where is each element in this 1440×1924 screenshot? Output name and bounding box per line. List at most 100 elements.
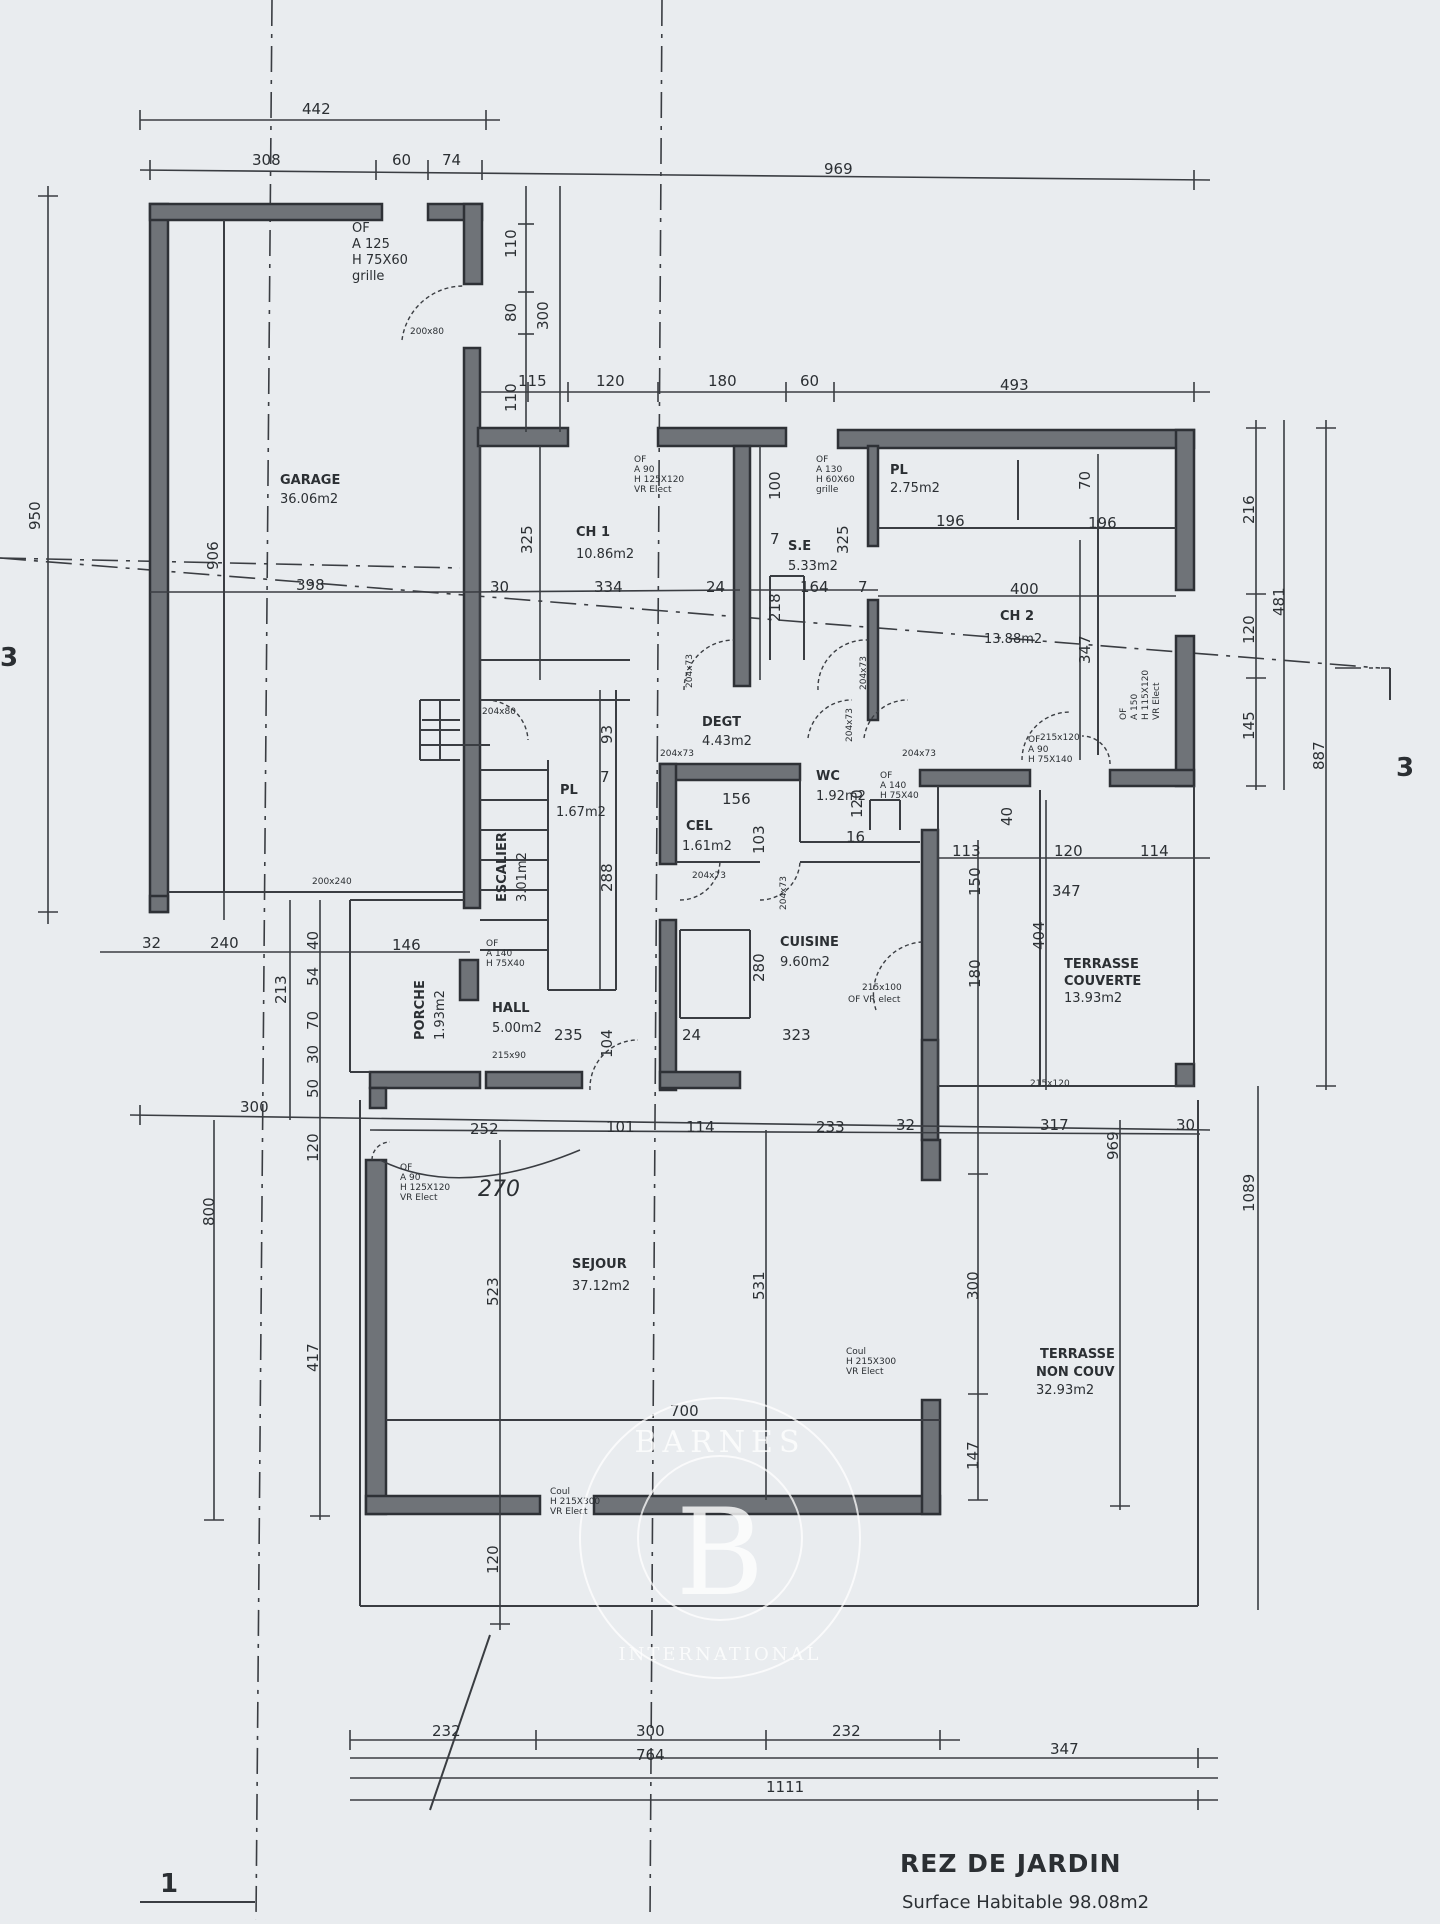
dim-porch-70: 70 — [304, 1011, 322, 1030]
door-label-4: 204x73 — [660, 749, 694, 759]
dim-porch-213: 213 — [272, 975, 290, 1004]
room-terrasse-couverte-name: TERRASSE — [1064, 957, 1139, 972]
dim-bottom-1111: 1111 — [766, 1778, 804, 1796]
room-ch2-name: CH 2 — [1000, 609, 1034, 624]
dim-int-288: 288 — [598, 863, 616, 892]
stair-window-spec-3: H 75X40 — [486, 959, 525, 969]
dim-right-1089: 1089 — [1240, 1174, 1258, 1212]
se-window-spec-2: A 130 — [816, 465, 842, 475]
dim-vert-110: 110 — [502, 229, 520, 258]
plan-surface: Surface Habitable 98.08m2 — [902, 1892, 1149, 1913]
dim-mid-101: 101 — [606, 1118, 635, 1136]
dim-left-906: 906 — [204, 541, 222, 570]
dim-vert-300: 300 — [534, 301, 552, 330]
section-mark-bottom: 1 — [160, 1869, 178, 1899]
dim-lower-120b: 120 — [484, 1545, 502, 1574]
dim-int-196b: 196 — [1088, 514, 1117, 532]
opening-labels: OF A 125 H 75X60 grille OF A 90 H 125X12… — [312, 221, 1162, 1517]
dim-int-7b: 7 — [858, 578, 868, 596]
dim-top-442: 442 — [302, 100, 331, 118]
dim-mid-30: 30 — [1176, 1116, 1195, 1134]
room-pl-stair-name: PL — [560, 783, 578, 798]
dim-int-323: 323 — [782, 1026, 811, 1044]
watermark-logo: BARNES B INTERNATIONAL — [579, 1397, 861, 1679]
room-pl-top-area: 2.75m2 — [890, 481, 940, 496]
sejour-door-bottom-spec-3: VR Elect — [550, 1507, 588, 1517]
dim-porch-54: 54 — [304, 967, 322, 986]
handwritten-arc — [379, 1149, 581, 1179]
dim-row2-180: 180 — [708, 372, 737, 390]
ch2-window-spec-2: A 150 — [1130, 694, 1140, 720]
room-se-name: S.E — [788, 539, 811, 554]
dim-porch-50: 50 — [304, 1079, 322, 1098]
dim-mid-300: 300 — [240, 1098, 269, 1116]
room-terrasse-couverte-name2: COUVERTE — [1064, 974, 1141, 989]
dim-right-216: 216 — [1240, 495, 1258, 524]
dim-int-16: 16 — [846, 828, 865, 846]
watermark-letter: B — [676, 1484, 764, 1623]
room-cuisine-area: 9.60m2 — [780, 955, 830, 970]
room-hall-name: HALL — [492, 1001, 530, 1016]
dim-mid-114: 114 — [686, 1118, 715, 1136]
room-terrasse-non-name: TERRASSE — [1040, 1347, 1115, 1362]
garage-window-spec-4: grille — [352, 269, 384, 284]
room-pl-top-name: PL — [890, 463, 908, 478]
room-se-area: 5.33m2 — [788, 559, 838, 574]
ch2-door-spec-3: H 75X140 — [1028, 755, 1073, 765]
room-porche-name: PORCHE — [413, 980, 428, 1040]
dim-row2-115: 115 — [518, 372, 547, 390]
dim-int-120b: 120 — [1054, 842, 1083, 860]
sejour-window-spec-4: VR Elect — [400, 1193, 438, 1203]
axis-lines — [0, 0, 1391, 1921]
dim-right-145: 145 — [1240, 711, 1258, 740]
door-label-8: 204x80 — [482, 707, 516, 717]
dim-int-196a: 196 — [936, 512, 965, 530]
room-pl-stair-area: 1.67m2 — [556, 805, 606, 820]
garage-window-spec-3: H 75X60 — [352, 253, 408, 268]
dim-mid-233: 233 — [816, 1118, 845, 1136]
dim-int-40: 40 — [998, 807, 1016, 826]
dim-int-325b: 325 — [834, 525, 852, 554]
dim-right-120: 120 — [1240, 615, 1258, 644]
dim-int-280: 280 — [750, 953, 768, 982]
door-label-3: 204x73 — [859, 656, 869, 690]
room-wc-area: 1.92m2 — [816, 789, 866, 804]
dim-lower-300: 300 — [964, 1271, 982, 1300]
room-escalier-area: 3.01m2 — [515, 852, 530, 902]
dim-right-887: 887 — [1310, 741, 1328, 770]
room-hall-area: 5.00m2 — [492, 1021, 542, 1036]
dim-bottom-300: 300 — [636, 1722, 665, 1740]
ch1-window-spec-3: H 125X120 — [634, 475, 684, 485]
dim-lower-531: 531 — [750, 1271, 768, 1300]
ch1-window-spec-2: A 90 — [634, 465, 655, 475]
cuisine-window-spec-1: 215x100 — [862, 983, 902, 993]
dim-mid-252: 252 — [470, 1120, 499, 1138]
watermark-top-text: BARNES — [635, 1425, 806, 1460]
sejour-door-bottom-spec-2: H 215X300 — [550, 1497, 600, 1507]
ch1-window-spec-4: VR Elect — [634, 485, 672, 495]
room-degt-area: 4.43m2 — [702, 734, 752, 749]
dim-top-74: 74 — [442, 151, 461, 169]
door-label-6: 204x73 — [845, 708, 855, 742]
room-sejour-name: SEJOUR — [572, 1257, 627, 1272]
dim-mid-32: 32 — [896, 1116, 915, 1134]
sejour-window-spec-3: H 125X120 — [400, 1183, 450, 1193]
dim-left-334: 334 — [594, 578, 623, 596]
sejour-door-spec-1: Coul — [846, 1347, 866, 1357]
wc-window-spec-2: A 140 — [880, 781, 906, 791]
dim-int-113: 113 — [952, 842, 981, 860]
dim-int-7c: 7 — [600, 768, 610, 786]
room-cel-name: CEL — [686, 819, 713, 834]
dim-int-93: 93 — [598, 725, 616, 744]
dim-top-969: 969 — [824, 160, 853, 178]
dim-lower-120: 120 — [304, 1133, 322, 1162]
dim-lower-147: 147 — [964, 1441, 982, 1470]
ch2-door-spec-1: OF — [1028, 735, 1040, 745]
room-garage-name: GARAGE — [280, 473, 340, 488]
dim-bottom-764: 764 — [636, 1746, 665, 1764]
door-label-11: 204x73 — [692, 871, 726, 881]
dim-int-100: 100 — [766, 471, 784, 500]
sejour-door-bottom-spec-1: Coul — [550, 1487, 570, 1497]
dim-int-70: 70 — [1076, 471, 1094, 490]
dimension-lines — [38, 110, 1336, 1810]
